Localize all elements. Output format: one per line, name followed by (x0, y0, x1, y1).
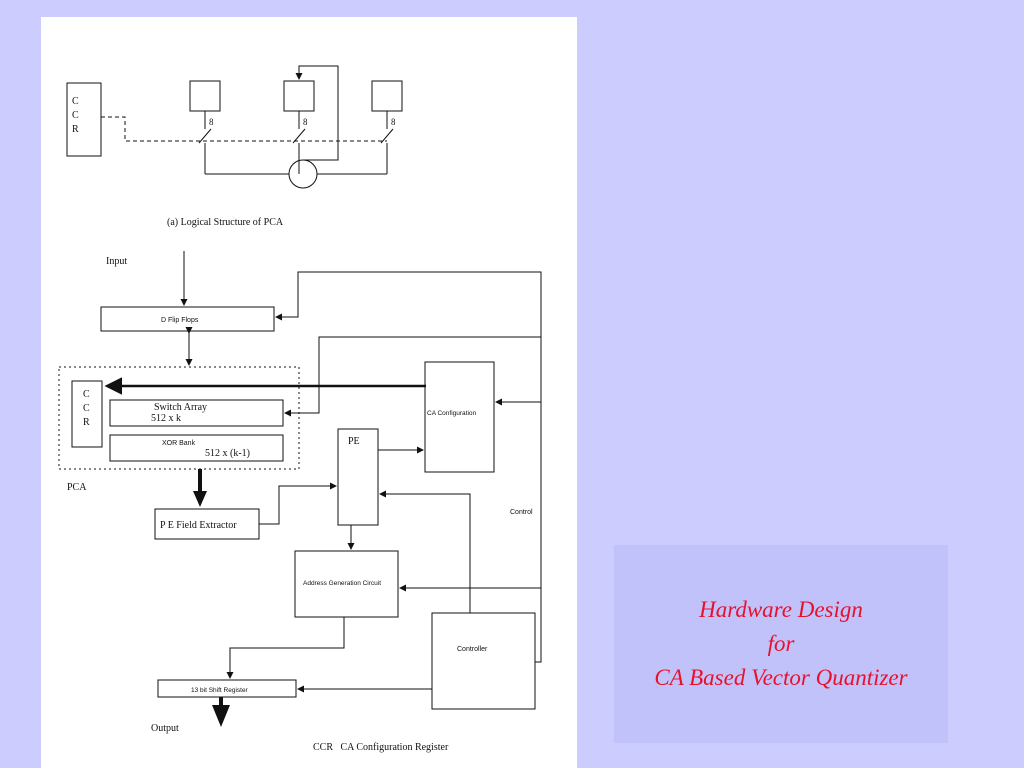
switch-array-title: Switch Array (154, 402, 207, 413)
hardware-structure (58, 251, 542, 727)
xor-bank-block (109, 434, 284, 462)
pe-field-extractor-label: P E Field Extractor (160, 520, 237, 531)
ccr-legend: CCR CA Configuration Register (313, 742, 449, 753)
logical-structure-caption: (a) Logical Structure of PCA (167, 217, 284, 228)
pe-label: PE (348, 436, 360, 447)
caption-line-1: Hardware Design (699, 597, 863, 622)
switch-array-size: 512 x k (151, 413, 181, 424)
cell-box-2 (283, 80, 315, 112)
controller-block (431, 612, 536, 710)
switch-array-block (109, 399, 284, 427)
input-label: Input (106, 256, 127, 267)
address-generation-label: Address Generation Circuit (303, 580, 381, 587)
ca-configuration-block (424, 361, 495, 473)
shift-register-block (157, 679, 297, 698)
ccr-letter-c2: C (72, 110, 79, 121)
ccr-letter-r-hw: R (83, 417, 90, 428)
ccr-block-top (66, 82, 102, 157)
d-flip-flops-label: D Flip Flops (161, 317, 199, 324)
pca-label: PCA (67, 482, 87, 493)
ca-configuration-label: CA Configuration (427, 410, 477, 417)
slide-caption: Hardware Design for CA Based Vector Quan… (614, 545, 948, 743)
control-label: Control (510, 509, 533, 516)
ccr-letter-c2-hw: C (83, 403, 90, 414)
xor-bank-size: 512 x (k-1) (205, 448, 250, 459)
pe-block (337, 428, 379, 526)
bus-width-3: 8 (391, 117, 396, 127)
hardware-diagram: C C R 8 8 8 (a) Logical Structure of PCA (58, 65, 542, 753)
xor-gate (288, 159, 318, 189)
logical-structure (66, 65, 403, 189)
cell-box-1 (189, 80, 221, 112)
ccr-letter-r: R (72, 124, 79, 135)
ccr-block (71, 380, 103, 448)
cell-box-3 (371, 80, 403, 112)
output-label: Output (151, 723, 179, 734)
pca-region (58, 366, 300, 470)
bus-width-1: 8 (209, 117, 214, 127)
controller-label: Controller (457, 646, 488, 653)
xor-bank-title: XOR Bank (162, 440, 196, 447)
ccr-letter-c1: C (72, 96, 79, 107)
address-generation-block (294, 550, 399, 618)
caption-line-3: CA Based Vector Quantizer (654, 665, 908, 690)
caption-line-2: for (767, 631, 795, 656)
bus-width-2: 8 (303, 117, 308, 127)
ccr-letter-c1-hw: C (83, 389, 90, 400)
shift-register-label: 13 bit Shift Register (191, 687, 249, 694)
diagram-panel: C C R 8 8 8 (a) Logical Structure of PCA (41, 17, 577, 768)
